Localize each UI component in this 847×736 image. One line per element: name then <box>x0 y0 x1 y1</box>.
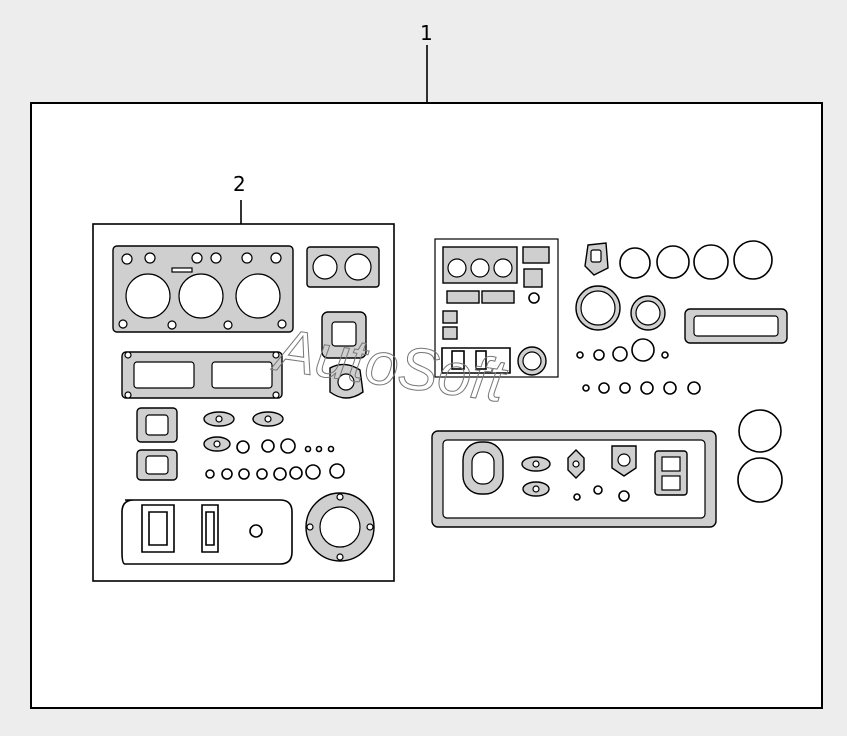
round-seal-rings-top <box>584 240 773 280</box>
thermostat-gasket <box>321 311 367 399</box>
round-flange-gasket <box>305 492 375 562</box>
small-seal-rings <box>203 411 345 481</box>
callout-1-label: 1 <box>420 21 433 45</box>
valve-cover-gasket <box>121 499 293 565</box>
oil-pan-gasket <box>431 430 717 528</box>
small-head-gasket <box>306 246 380 288</box>
cylinder-head-gasket <box>112 245 294 333</box>
side-cover-gasket <box>684 308 788 344</box>
callout-2-label: 2 <box>233 172 246 196</box>
oil-seals <box>517 285 666 376</box>
large-o-rings <box>737 409 783 503</box>
intake-manifold-gasket <box>121 351 283 399</box>
misc-o-rings <box>576 338 701 395</box>
exhaust-flange-gaskets <box>136 407 178 481</box>
